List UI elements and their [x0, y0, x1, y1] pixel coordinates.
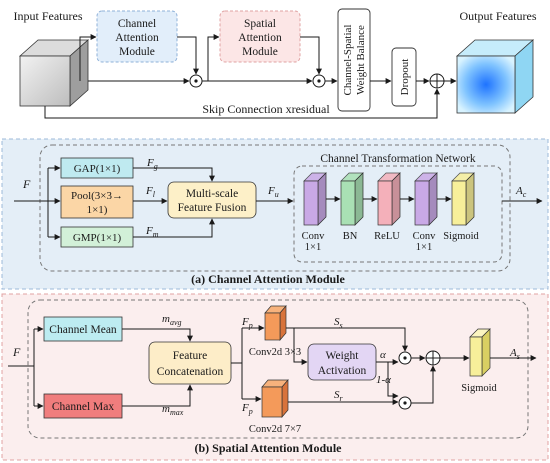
caption-a: (a) Channel Attention Module [191, 272, 345, 286]
fp-label-top: Fp [241, 316, 253, 330]
ctn-title: Channel Transformation Network [320, 153, 475, 165]
channel-attention-panel: F GAP(1×1) Pool(3×3→ 1×1) GMP(1×1) Multi… [1, 138, 549, 290]
ctn-layer-label-0-1: 1×1 [305, 242, 321, 253]
output-features-label: Output Features [460, 9, 537, 23]
channel-max-box [43, 393, 123, 419]
dropout-label: Dropout [399, 59, 411, 96]
fu-label: Fu [267, 185, 279, 199]
output-cube [455, 39, 535, 114]
sam-label-line2: Attention [238, 32, 282, 44]
gmp-label: GMP(1×1) [73, 232, 122, 244]
ac-label: Ac [515, 185, 527, 199]
cam-label-line2: Attention [115, 32, 159, 44]
spatial-attention-module-box [219, 10, 301, 63]
alpha-label: α [380, 349, 386, 361]
fm-label: Fm [145, 225, 159, 239]
concat-label-line1: Feature [173, 350, 207, 362]
ca-input-label: F [22, 177, 31, 191]
pool-label-line1: Pool(3×3→ [71, 190, 123, 202]
ctn-layer-1: BN [340, 172, 364, 242]
ctn-frame [293, 165, 503, 263]
conv-3x3-label: Conv2d 3×3 [249, 347, 301, 358]
sam-label-line3: Module [242, 46, 278, 58]
pool-box [60, 185, 134, 219]
m-max-label: mmax [162, 403, 184, 417]
sa-input-label: F [12, 345, 21, 359]
panel-a-inner-frame [39, 144, 511, 272]
conv-3x3-cube [264, 305, 287, 341]
sam-label-line1: Spatial [244, 18, 276, 30]
skip-connection-label: Skip Connection xresidual [202, 102, 330, 116]
ctn-layer-4: Sigmoid [443, 172, 480, 242]
ctn-layer-2: ReLU [374, 172, 401, 242]
ctn-layer-label-4-0: Sigmoid [443, 231, 479, 242]
channel-mean-label: Channel Mean [49, 324, 117, 336]
sigmoid-cube [469, 328, 491, 377]
conv-7x7-cube [261, 379, 289, 418]
channel-attention-module-box [96, 10, 178, 63]
ctn-layer-label-1-0: BN [343, 231, 358, 242]
spatial-attention-panel: F Channel Mean Channel Max Feature Conca… [1, 293, 549, 461]
sigmoid-label: Sigmoid [461, 383, 497, 394]
cam-label-line1: Channel [118, 18, 156, 30]
weight-activation-line1: Weight [326, 350, 360, 362]
panel-b-inner-frame [27, 299, 529, 439]
ctn-layer-label-0-0: Conv [302, 231, 326, 242]
input-cube [18, 39, 90, 107]
weight-balance-line1: Channel-Spatial [342, 25, 354, 96]
sr-label: Sr [334, 389, 344, 403]
top-section: Input Features Channel Attention Module … [14, 8, 537, 119]
as-label: As [509, 347, 520, 361]
weight-activation-line2: Activation [318, 365, 367, 377]
caption-b: (b) Spatial Attention Module [194, 441, 342, 455]
m-avg-label: mavg [162, 313, 182, 327]
cam-label-line3: Module [119, 46, 155, 58]
ss-label: Ss [334, 316, 343, 330]
pool-label-line2: 1×1) [87, 204, 108, 216]
ctn-layer-label-2-0: ReLU [374, 231, 400, 242]
feature-fusion-box [167, 181, 257, 219]
weight-balance-box [337, 8, 371, 112]
weight-balance-line2: Weight Balance [355, 25, 367, 95]
channel-max-label: Channel Max [52, 401, 115, 413]
ctn-layer-label-3-0: Conv [413, 231, 437, 242]
channel-mean-box [43, 316, 123, 342]
one-minus-alpha-label: 1-α [376, 374, 391, 386]
dropout-box [391, 47, 417, 107]
input-features-label: Input Features [14, 9, 83, 23]
fp-label-bottom: Fp [241, 402, 253, 416]
fusion-label-line1: Multi-scale [186, 188, 238, 200]
gap-label: GAP(1×1) [74, 163, 121, 175]
fl-label: Fl [145, 185, 156, 199]
fusion-label-line2: Feature Fusion [178, 202, 247, 214]
fg-label: Fg [146, 157, 158, 171]
conv-7x7-label: Conv2d 7×7 [249, 424, 301, 435]
ctn-layer-label-3-1: 1×1 [416, 242, 432, 253]
concat-label-line2: Concatenation [157, 366, 224, 378]
